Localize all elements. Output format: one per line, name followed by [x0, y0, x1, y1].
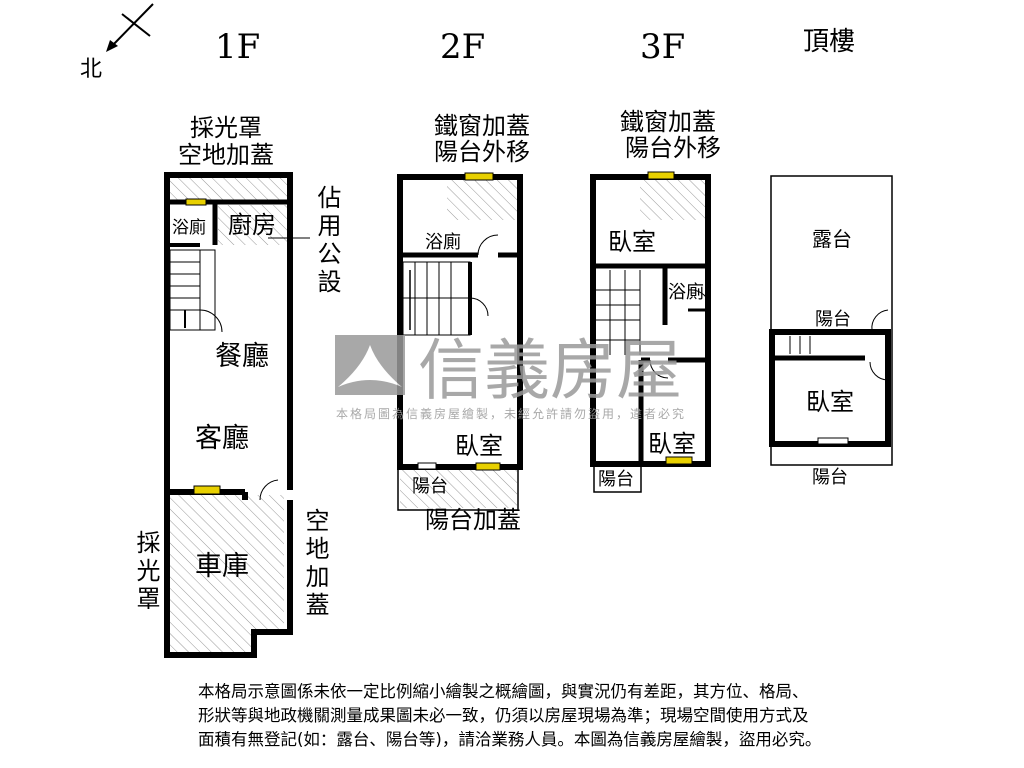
label-roof-terrace: 露台: [812, 227, 852, 251]
label-1f-top-cover-1: 採光罩: [190, 114, 262, 142]
note-line: 形狀等與地政機關測量成果圖未必一致，仍須以房屋現場為準；現場空間使用方式及: [198, 706, 809, 725]
label-1f-garage: 車庫: [195, 551, 249, 582]
floor-1f: [164, 172, 293, 658]
floor-title-1f: 1F: [215, 27, 260, 67]
label-1f-dining: 餐廳: [215, 341, 269, 372]
label-1f-bath: 浴廁: [172, 217, 206, 238]
svg-text:採光罩: 採光罩: [132, 530, 160, 614]
label-1f-skylight: 採光罩: [132, 530, 160, 614]
label-2f-bath: 浴廁: [425, 231, 461, 253]
floor-roof: [769, 175, 893, 466]
label-2f-top-2: 陽台外移: [434, 138, 530, 166]
note-line: 本格局示意圖係未依一定比例縮小繪製之概繪圖，與實況仍有差距，其方位、格局、: [198, 682, 809, 701]
label-2f-balcony-cover: 陽台加蓋: [425, 506, 521, 534]
sinyi-logo-icon: [335, 335, 405, 395]
floor-3f: [590, 171, 711, 493]
label-roof-balcony-top: 陽台: [815, 309, 851, 330]
note-line: 面積有無登記(如：露台、陽台等)，請洽業務人員。本圖為信義房屋繪製，盜用必究。: [198, 730, 822, 749]
svg-text:空地加蓋: 空地加蓋: [301, 508, 329, 620]
label-1f-yard: 空地加蓋: [301, 508, 329, 620]
north-label: 北: [80, 57, 102, 82]
label-2f-balcony: 陽台: [412, 476, 448, 497]
label-3f-top-1: 鐵窗加蓋: [620, 108, 716, 136]
watermark-subtitle: 本格局圖為信義房屋繪製，未經允許請勿盜用，違者必究: [336, 406, 686, 421]
label-2f-top-1: 鐵窗加蓋: [434, 112, 530, 140]
floor-title-3f: 3F: [640, 27, 685, 67]
label-roof-bedroom: 臥室: [806, 388, 854, 416]
watermark-brand: 信義房屋: [418, 332, 682, 409]
svg-text:佔用公設: 佔用公設: [313, 185, 341, 297]
label-3f-top-2: 陽台外移: [625, 134, 721, 162]
label-3f-bath: 浴廁: [668, 281, 704, 303]
disclaimer-note: 本格局示意圖係未依一定比例縮小繪製之概繪圖，與實況仍有差距，其方位、格局、 形狀…: [198, 680, 978, 752]
floor-2f: [397, 172, 523, 511]
floor-title-2f: 2F: [440, 27, 485, 67]
label-1f-public: 佔用公設: [313, 185, 341, 297]
label-roof-balcony-bottom: 陽台: [812, 467, 848, 488]
north-arrow-icon: [106, 3, 154, 52]
floor-title-roof: 頂樓: [803, 27, 855, 57]
label-3f-bedroom-2: 臥室: [648, 430, 696, 458]
label-2f-bedroom: 臥室: [455, 432, 503, 460]
label-1f-living: 客廳: [195, 423, 249, 454]
label-1f-kitchen: 廚房: [228, 211, 276, 239]
watermark: 信義房屋 本格局圖為信義房屋繪製，未經允許請勿盜用，違者必究: [335, 332, 686, 421]
label-3f-balcony: 陽台: [598, 469, 634, 490]
label-3f-bedroom-1: 臥室: [608, 228, 656, 256]
label-1f-top-cover-2: 空地加蓋: [178, 141, 274, 169]
